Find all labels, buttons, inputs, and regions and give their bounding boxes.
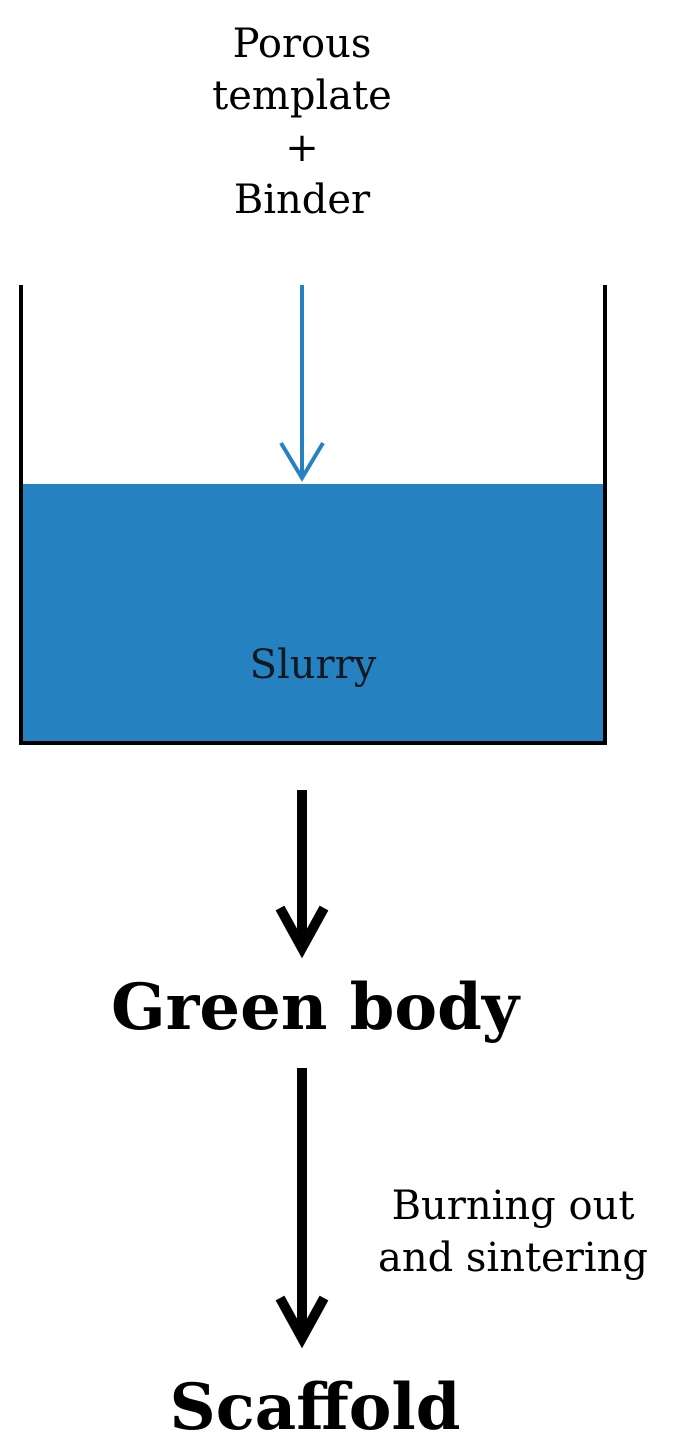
- container-bottom-wall: [19, 741, 607, 745]
- process-line-1: Burning out: [391, 1183, 635, 1229]
- pour-arrow-icon: [279, 285, 325, 482]
- container-right-wall: [603, 285, 607, 745]
- process-step-label: Burning out and sintering: [350, 1180, 676, 1284]
- down-arrow-icon-2: [275, 1068, 329, 1349]
- slurry-fill: [23, 484, 603, 741]
- input-line-template: template: [212, 73, 392, 119]
- input-materials-label: Porous template + Binder: [0, 18, 604, 226]
- input-line-plus: +: [285, 125, 319, 171]
- container-left-wall: [19, 285, 23, 745]
- scaffold-label: Scaffold: [169, 1370, 461, 1445]
- input-line-porous: Porous: [232, 21, 372, 67]
- slurry-label: Slurry: [249, 642, 377, 688]
- green-body-label: Green body: [111, 970, 519, 1045]
- input-line-binder: Binder: [233, 177, 371, 223]
- down-arrow-icon-1: [275, 790, 329, 959]
- process-line-2: and sintering: [377, 1235, 649, 1281]
